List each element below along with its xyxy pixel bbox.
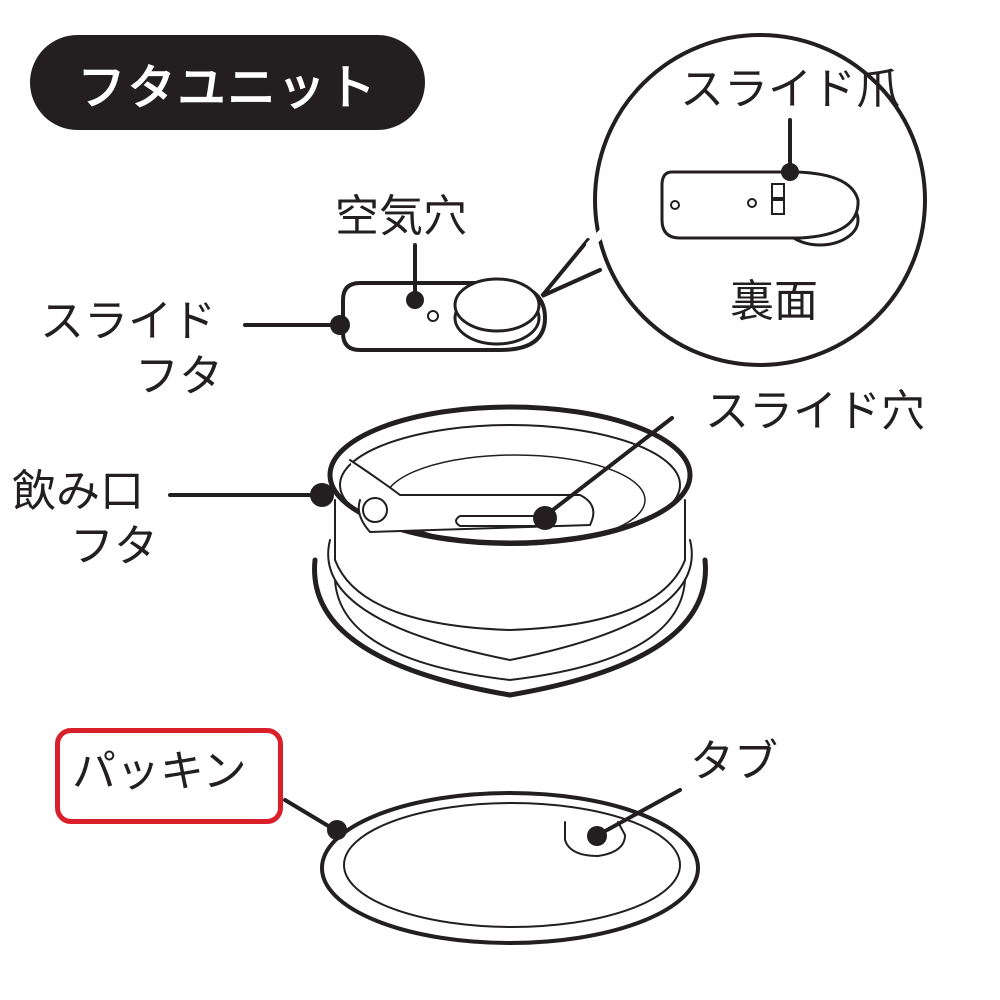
packing-highlight-box	[55, 728, 283, 824]
label-packing: パッキン	[72, 746, 247, 797]
label-back-side: 裏面	[730, 276, 818, 327]
label-slide-lid-1: スライド	[40, 296, 216, 347]
label-slide-hole: スライド穴	[705, 386, 925, 437]
label-mouth-lid-2: フタ	[70, 521, 158, 572]
title-badge: フタユニット	[30, 35, 425, 130]
label-slide-claw: スライド爪	[680, 64, 900, 115]
mouth-lid-drawing	[168, 404, 708, 698]
label-air-hole: 空気穴	[335, 191, 467, 242]
label-mouth-lid-1: 飲み口	[12, 466, 144, 517]
title-text: フタユニット	[77, 59, 378, 116]
zoom-callout	[540, 33, 927, 367]
label-tab: タブ	[690, 736, 778, 787]
slide-lid-drawing	[243, 243, 548, 352]
packing-drawing	[283, 788, 700, 945]
label-slide-lid-2: フタ	[135, 351, 223, 402]
